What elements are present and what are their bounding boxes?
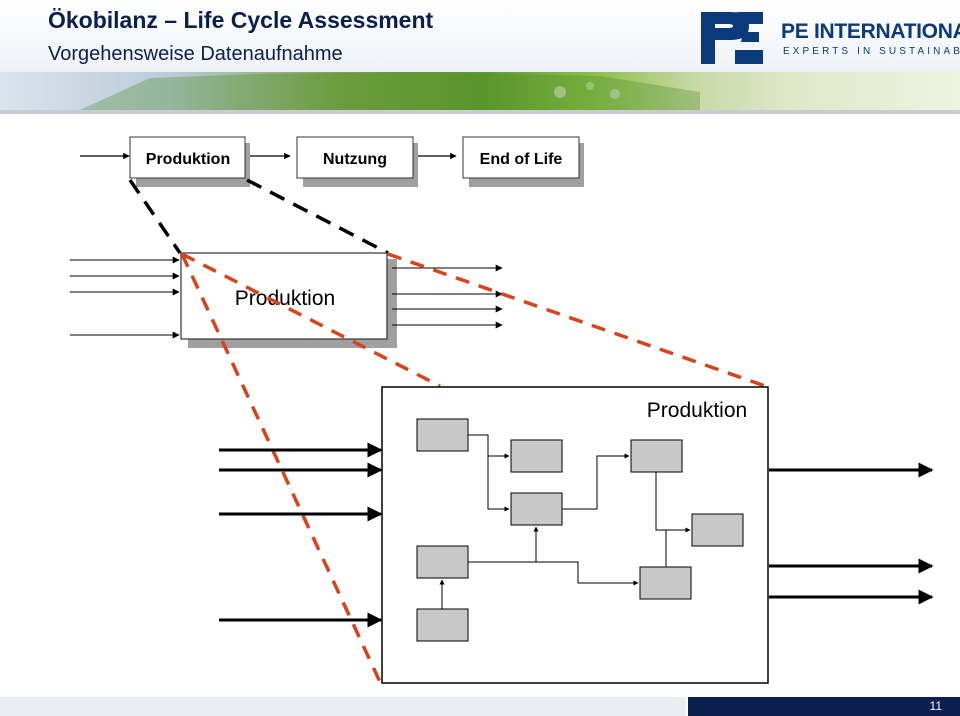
header-background (0, 0, 960, 72)
connector-4-5 (655, 472, 691, 533)
zoom-lines-black (128, 178, 389, 255)
pe-logo-mark-icon (701, 12, 763, 64)
level2-label: Produktion (235, 287, 335, 310)
zoom-line-red-outer-right (387, 252, 769, 389)
zoom-line-right (246, 178, 389, 255)
slide-header: Ökobilanz – Life Cycle Assessment Vorgeh… (0, 0, 960, 115)
zoom-lines-red (180, 252, 769, 683)
footer-bar (0, 697, 686, 716)
subprocess-box-8 (416, 608, 469, 642)
stage-box-produktion: Produktion (129, 136, 250, 187)
connector-6-7 (468, 561, 639, 586)
subprocess-box-7 (639, 566, 692, 600)
page-number: 11 (688, 697, 960, 716)
level2-process: Produktion (70, 252, 503, 348)
subprocess-box-3 (510, 492, 563, 526)
stage-label-nutzung: Nutzung (323, 151, 387, 168)
stage-label-produktion: Produktion (146, 151, 230, 168)
zoom-line-left (128, 179, 182, 254)
stage-box-nutzung: Nutzung (296, 136, 418, 187)
slide-title: Ökobilanz – Life Cycle Assessment (48, 7, 434, 33)
subprocess-box-2 (510, 439, 563, 473)
connector-1-3 (468, 434, 510, 512)
logo-wordmark: PE INTERNATIONAL (781, 20, 960, 43)
lifecycle-chain: Produktion Nutzung End of Life (80, 136, 584, 187)
logo-tagline: EXPERTS IN SUSTAINABILITY (783, 46, 960, 57)
level3-label: Produktion (647, 399, 747, 422)
banner-decoration (80, 72, 700, 110)
zoom-line-red-outer-left (180, 253, 382, 683)
slide-subtitle: Vorgehensweise Datenaufnahme (48, 43, 343, 65)
header-divider (0, 110, 960, 114)
header-banner-image (0, 72, 960, 110)
subprocess-box-4 (630, 439, 683, 473)
level3-process: Produktion (219, 386, 934, 684)
connector-3-4 (562, 453, 630, 510)
subprocess-box-5 (691, 513, 744, 547)
company-logo: PE INTERNATIONAL EXPERTS IN SUSTAINABILI… (697, 8, 960, 68)
subprocess-box-1 (416, 418, 469, 452)
stage-label-end-of-life: End of Life (480, 151, 563, 168)
stage-box-end-of-life: End of Life (462, 136, 584, 187)
zoom-line-red-inner-left (181, 252, 441, 388)
subprocess-box-6 (416, 545, 469, 579)
